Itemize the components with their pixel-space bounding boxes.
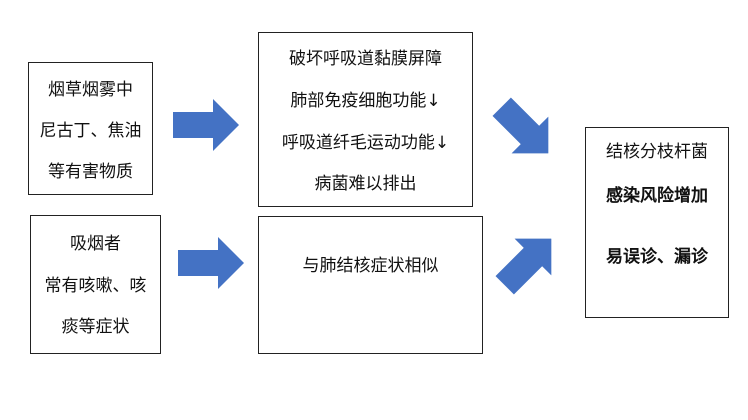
text-line: 肺部免疫细胞功能↓ (290, 91, 441, 111)
text-line-bold: 感染风险增加 (606, 186, 708, 206)
text-line: 尼古丁、焦油 (39, 121, 142, 141)
text-line: 常有咳嗽、咳 (44, 276, 147, 296)
text-line: 吸烟者 (70, 234, 121, 254)
arrow-up-right-icon (495, 238, 552, 295)
text-line-bold: 易误诊、漏诊 (606, 247, 708, 267)
arrow-right-icon (173, 99, 239, 151)
box-smoker: 吸烟者 常有咳嗽、咳 痰等症状 (30, 215, 161, 354)
text-line: 与肺结核症状相似 (302, 256, 439, 276)
text-line: 等有害物质 (48, 162, 133, 182)
text-line: 痰等症状 (61, 317, 130, 337)
arrow-right-icon (178, 237, 244, 289)
text-line: 呼吸道纤毛运动功能↓ (281, 133, 450, 153)
box-smoke: 烟草烟雾中 尼古丁、焦油 等有害物质 (28, 62, 153, 195)
box-similar: 与肺结核症状相似 (258, 216, 483, 354)
text-line: 病菌难以排出 (314, 174, 417, 194)
text-line: 烟草烟雾中 (48, 80, 133, 100)
text-line: 结核分枝杆菌 (606, 142, 708, 162)
text-line: 破坏呼吸道黏膜屏障 (289, 49, 442, 69)
box-result: 结核分枝杆菌 感染风险增加 易误诊、漏诊 (585, 127, 729, 318)
arrow-down-right-icon (492, 97, 549, 154)
box-damage: 破坏呼吸道黏膜屏障 肺部免疫细胞功能↓ 呼吸道纤毛运动功能↓ 病菌难以排出 (258, 32, 473, 207)
